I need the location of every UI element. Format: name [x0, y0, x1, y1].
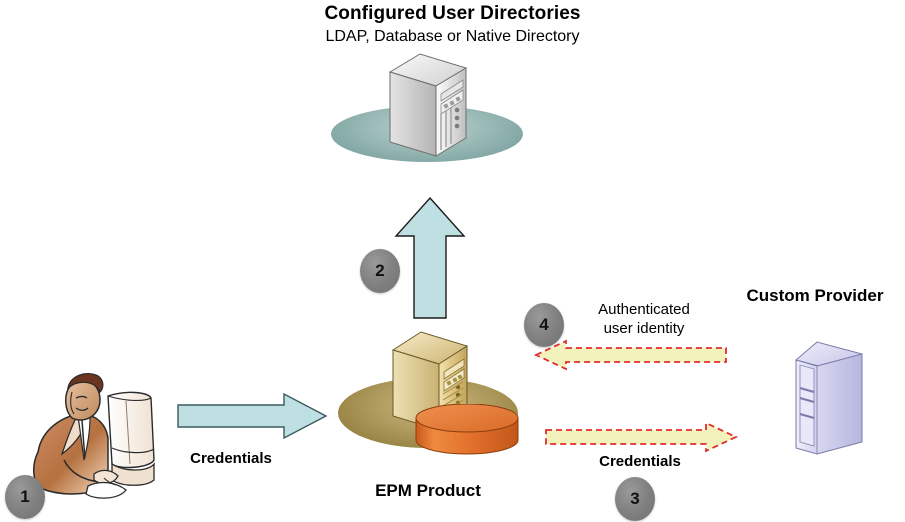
directory-lookup-arrow: [394, 196, 466, 320]
credentials-in-arrow-label: Credentials: [190, 450, 272, 467]
identity-in-arrow: [533, 338, 729, 372]
user-at-computer-icon: [8, 368, 173, 516]
step-badge-2-number: 2: [375, 261, 385, 280]
diagram-subtitle: LDAP, Database or Native Directory: [325, 28, 580, 45]
rack-server-icon: [793, 336, 865, 460]
identity-in-arrow-label: Authenticated user identity: [568, 300, 720, 338]
tower-server-icon: [386, 52, 470, 162]
identity-in-arrow-label-line1: Authenticated: [598, 301, 690, 318]
credentials-in-arrow: [176, 392, 328, 440]
custom-provider-label: Custom Provider: [746, 286, 884, 305]
credentials-out-arrow: [543, 420, 739, 454]
diagram-title: Configured User Directories: [324, 3, 581, 24]
step-badge-2: 2: [360, 249, 400, 293]
step-badge-1-number: 1: [20, 487, 30, 506]
step-badge-4: 4: [524, 303, 564, 347]
step-badge-3: 3: [615, 477, 655, 521]
epm-product-label: EPM Product: [375, 481, 481, 500]
step-badge-1: 1: [5, 475, 45, 519]
credentials-out-arrow-label: Credentials: [599, 453, 681, 470]
identity-in-arrow-label-line2: user identity: [603, 320, 685, 337]
step-badge-3-number: 3: [630, 489, 640, 508]
database-cylinder-icon: [414, 404, 520, 458]
step-badge-4-number: 4: [539, 315, 549, 334]
